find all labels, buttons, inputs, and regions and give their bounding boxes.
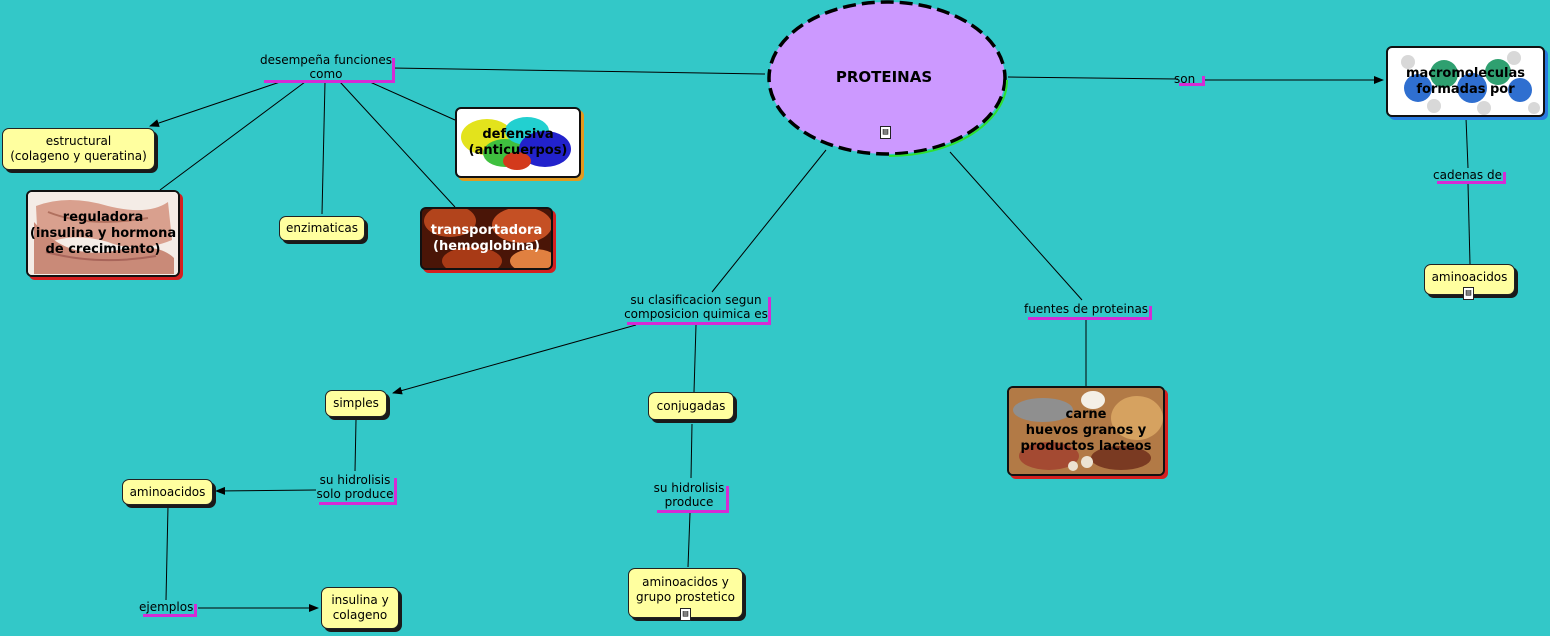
phrase-hidrolisis-marker — [657, 486, 729, 513]
center-concept[interactable] — [764, 0, 1014, 162]
link-hidrolisis-grupo — [687, 512, 691, 568]
phrase-son[interactable]: son — [1174, 72, 1196, 86]
link-desempena-enzimaticas — [321, 81, 326, 215]
link-center-fuentes — [949, 151, 1083, 301]
concept-reguladora-label: reguladora (insulina y hormona de crecim… — [29, 209, 177, 257]
concept-aminoacidos-right-label: aminoacidos — [1431, 270, 1508, 284]
antibody-molecule-image — [461, 117, 571, 170]
phrase-cadenas[interactable]: cadenas de — [1433, 168, 1502, 182]
concept-transportadora[interactable]: transportadora (hemoglobina) — [420, 207, 553, 270]
link-desempena-estructural — [149, 81, 281, 127]
red-blood-cells-image — [422, 209, 551, 268]
link-center-clasificacion — [711, 149, 827, 293]
concept-aminoacidos-left[interactable]: aminoacidos — [122, 479, 213, 505]
phrase-hidrolisis[interactable]: su hidrolisis produce — [653, 481, 725, 509]
concept-carne-label: carne huevos granos y productos lacteos — [1020, 407, 1152, 454]
concept-insulina-label: insulina y colageno — [331, 593, 389, 622]
phrase-fuentes[interactable]: fuentes de proteinas — [1024, 302, 1149, 316]
link-clasificacion-simples — [392, 324, 637, 395]
concept-conjugadas[interactable]: conjugadas — [648, 392, 734, 420]
concept-aminoacidos-grupo-label: aminoacidos y grupo prostetico — [636, 575, 735, 604]
link-hidrolisis-aminoacidos — [215, 486, 317, 495]
concept-macromoleculas[interactable]: macromoleculas formadas por — [1386, 46, 1545, 117]
phrase-fuentes-marker — [1028, 306, 1152, 320]
concept-simples[interactable]: simples — [325, 390, 387, 417]
concept-transportadora-label: transportadora (hemoglobina) — [430, 222, 543, 254]
document-note-icon[interactable]: ▤ — [680, 608, 691, 621]
concept-insulina[interactable]: insulina y colageno — [321, 587, 399, 629]
link-desempena-transportadora — [339, 81, 456, 208]
link-simples-hidrolisis — [354, 419, 357, 472]
concept-reguladora[interactable]: reguladora (insulina y hormona de crecim… — [26, 190, 180, 277]
document-note-icon[interactable]: ▤ — [880, 126, 891, 139]
phrase-cadenas-marker — [1437, 172, 1506, 184]
concept-defensiva[interactable]: defensiva (anticuerpos) — [455, 107, 581, 178]
concept-simples-label: simples — [333, 396, 379, 410]
link-conjugadas-hidrolisis — [690, 423, 693, 479]
concept-macromoleculas-label: macromoleculas formadas por — [1405, 65, 1526, 97]
concept-carne[interactable]: carne huevos granos y productos lacteos — [1007, 386, 1165, 476]
phrase-son-marker — [1179, 76, 1205, 86]
phrase-hidrolisis-solo-marker — [319, 478, 397, 505]
link-aminoacidos-ejemplos — [165, 505, 169, 601]
link-desempena-defensiva — [369, 81, 456, 121]
concept-conjugadas-label: conjugadas — [656, 398, 726, 413]
phrase-clasificacion-marker — [627, 297, 771, 325]
molecule-model-image — [1401, 51, 1540, 115]
center-title: PROTEINAS — [835, 68, 933, 86]
concept-aminoacidos-left-label: aminoacidos — [129, 484, 206, 499]
concept-estructural[interactable]: estructural (colageno y queratina) — [2, 128, 155, 170]
phrase-hidrolisis-solo[interactable]: su hidrolisis solo produce — [316, 473, 394, 501]
link-center-desempena — [391, 67, 766, 75]
phrase-desempena-marker — [264, 58, 395, 83]
link-desempena-reguladora — [159, 81, 306, 191]
link-macromoleculas-cadenas — [1465, 117, 1469, 169]
concept-estructural-label: estructural (colageno y queratina) — [10, 134, 147, 163]
link-cadenas-aminoacidos — [1467, 183, 1471, 265]
intestine-image — [28, 192, 178, 275]
phrase-desempena[interactable]: desempeña funciones como — [259, 53, 393, 81]
concept-defensiva-label: defensiva (anticuerpos) — [468, 126, 568, 158]
phrase-ejemplos[interactable]: ejemplos — [139, 600, 194, 614]
phrase-clasificacion[interactable]: su clasificacion segun composicion quimi… — [624, 293, 768, 321]
concept-enzimaticas-label: enzimaticas — [286, 221, 358, 235]
phrase-ejemplos-marker — [143, 604, 197, 617]
link-center-son — [1007, 76, 1179, 80]
document-note-icon[interactable]: ▤ — [1463, 287, 1474, 300]
link-clasificacion-conjugadas — [693, 324, 697, 393]
concept-enzimaticas[interactable]: enzimaticas — [279, 216, 365, 241]
food-sources-image — [1009, 388, 1163, 474]
